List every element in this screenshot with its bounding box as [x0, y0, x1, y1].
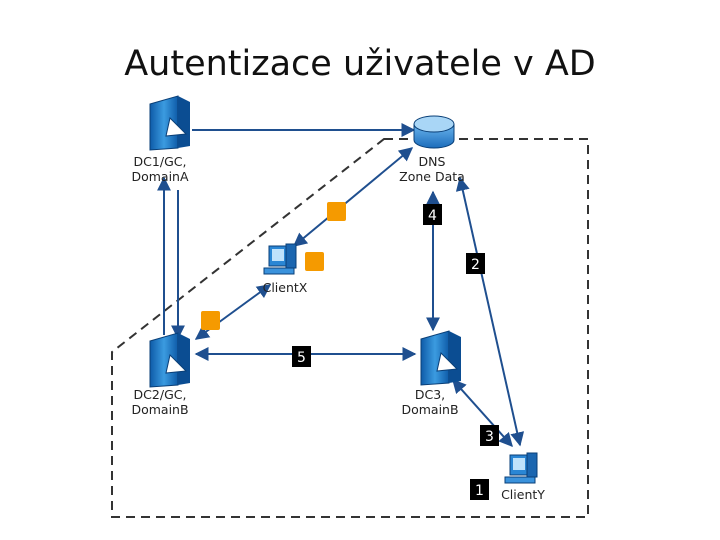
server-icon — [149, 332, 190, 388]
node-label: DC1/GC, — [134, 154, 187, 169]
dc1-node: DC1/GC, DomainA — [131, 95, 190, 184]
arrow-dns-clienty — [455, 176, 525, 447]
connections — [157, 123, 525, 448]
node-label: DomainB — [131, 402, 188, 417]
svg-text:5: 5 — [297, 350, 306, 366]
arrow-dc3-clienty — [452, 378, 513, 448]
dc3-node: DC3, DomainB — [401, 330, 461, 417]
step-badge-4: 4 — [423, 204, 442, 225]
node-label: ClientY — [501, 487, 545, 502]
arrow-dns-clientx — [292, 147, 414, 247]
page-title: Autentizace uživatele v AD — [124, 44, 596, 84]
svg-text:3: 3 — [485, 429, 494, 445]
workstation-icon — [263, 243, 297, 275]
dns-node: DNS Zone Data — [399, 115, 465, 184]
svg-text:2: 2 — [471, 257, 480, 273]
node-label: DNS — [419, 154, 446, 169]
node-label: DomainA — [131, 169, 189, 184]
database-icon — [413, 115, 455, 149]
server-icon — [149, 95, 190, 151]
dc2-node: DC2/GC, DomainB — [131, 332, 190, 417]
svg-text:1: 1 — [475, 483, 484, 499]
node-label: ClientX — [263, 280, 308, 295]
clienty-node: ClientY — [501, 452, 545, 502]
step-badge-3: 3 — [480, 425, 499, 446]
step-badge-1: 1 — [470, 479, 489, 500]
orange-marker — [305, 252, 324, 271]
node-label: DC2/GC, — [134, 387, 187, 402]
step-badge-5: 5 — [292, 346, 311, 367]
clientx-node: ClientX — [263, 243, 308, 295]
node-label: DomainB — [401, 402, 458, 417]
svg-text:4: 4 — [428, 208, 437, 224]
server-icon — [420, 330, 461, 386]
node-label: DC3, — [415, 387, 445, 402]
orange-marker — [327, 202, 346, 221]
step-badge-2: 2 — [466, 253, 485, 274]
orange-marker — [201, 311, 220, 330]
node-label: Zone Data — [399, 169, 465, 184]
workstation-icon — [504, 452, 538, 484]
domain-boundary — [111, 138, 589, 518]
